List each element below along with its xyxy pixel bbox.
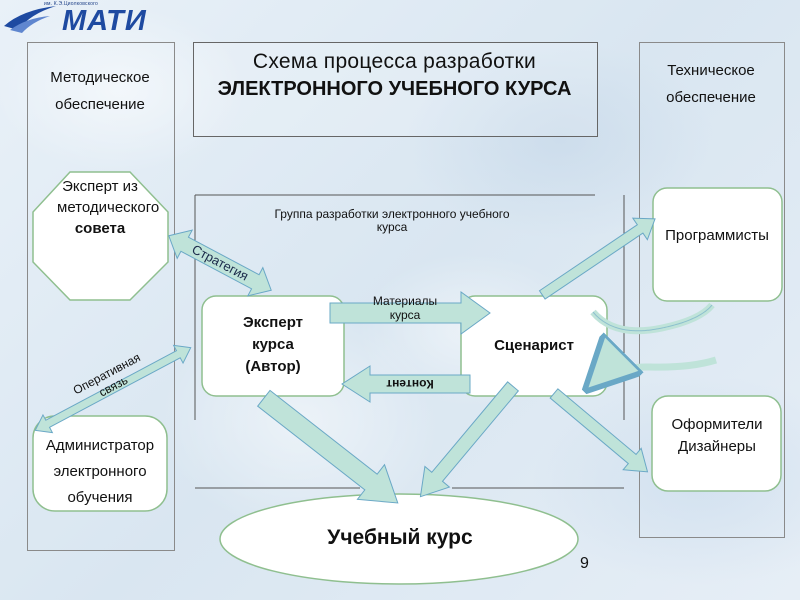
methodical-expert-label: Эксперт из методического совета xyxy=(57,176,160,239)
course-label: Учебный курс xyxy=(327,526,473,549)
course-node xyxy=(219,493,579,585)
programmers-label: Программисты xyxy=(665,227,769,244)
content-label: Контент xyxy=(386,377,434,391)
right-panel xyxy=(639,42,785,538)
right-panel-label: Техническое обеспечение xyxy=(666,62,756,106)
methodical-expert-node xyxy=(32,171,169,301)
mati-logo xyxy=(0,0,160,40)
title-box xyxy=(193,42,598,137)
left-panel xyxy=(27,42,175,551)
designers-node xyxy=(651,395,782,492)
designers-curve-arrow xyxy=(588,360,718,388)
strategy-arrow xyxy=(168,229,272,297)
title-line2: ЭЛЕКТРОННОГО УЧЕБНОГО КУРСА xyxy=(217,78,572,100)
course-expert-label: Эксперт курса (Автор) xyxy=(242,314,304,375)
page-number: 9 xyxy=(580,555,589,572)
designers-label: Оформители Дизайнеры xyxy=(671,416,763,455)
group-label: Группа разработки электронного учебного … xyxy=(274,207,510,234)
expert-to-course-arrow xyxy=(256,389,399,504)
left-panel-label: Методическое обеспечение xyxy=(50,69,150,113)
logo-subtitle: им. К.Э.Циолковского xyxy=(44,1,99,7)
scenarist-label: Сценарист xyxy=(494,337,574,354)
logo-text: МАТИ xyxy=(62,5,147,37)
scenarist-to-programmers-arrow xyxy=(538,217,656,300)
methodical-expert-text: Эксперт из методического xyxy=(57,178,160,216)
materials-label: Материалы курса xyxy=(372,294,438,322)
title-line1: Схема процесса разработки xyxy=(252,50,537,73)
feedback-arrow xyxy=(34,344,192,434)
methodical-expert-bold: совета xyxy=(74,220,126,237)
programmers-curve-outline xyxy=(592,304,713,332)
administrator-label: Администратор электронного обучения xyxy=(45,437,155,506)
materials-arrow xyxy=(329,291,491,335)
content-arrow xyxy=(341,365,471,403)
programmers-node xyxy=(652,187,783,302)
scenarist-to-course-arrow xyxy=(419,381,520,498)
scenarist-to-designers-arrow xyxy=(549,388,649,473)
wing-logo-icon xyxy=(4,6,56,33)
administrator-node xyxy=(32,415,168,512)
